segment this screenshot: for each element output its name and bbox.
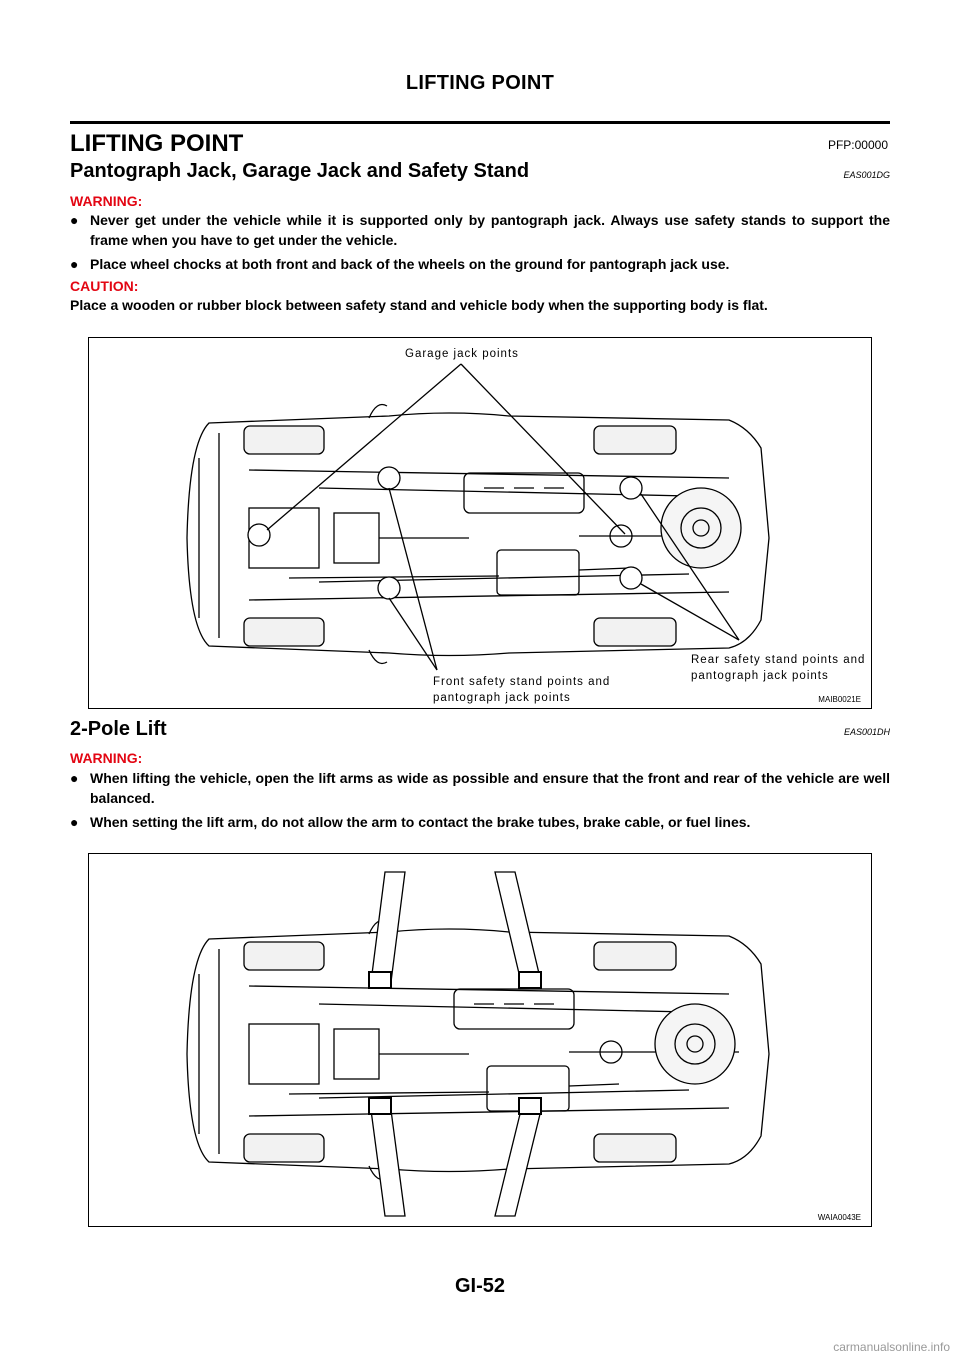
figure-id: WAIA0043E — [817, 1213, 861, 1222]
lift-warning-item-1: ● When lifting the vehicle, open the lif… — [70, 768, 890, 808]
lift-warning-text-2: When setting the lift arm, do not allow … — [90, 814, 751, 830]
rear-stand-label-1: Rear safety stand points and — [691, 654, 866, 666]
jack-points-figure: Garage jack points Front safety stand po… — [88, 337, 872, 709]
jack-warning-item-1: ● Never get under the vehicle while it i… — [70, 210, 890, 250]
watermark: carmanualsonline.info — [833, 1340, 950, 1354]
front-stand-label-1: Front safety stand points and — [433, 676, 611, 688]
lift-points-figure: WAIA0043E — [88, 853, 872, 1227]
jack-warning-text-1: Never get under the vehicle while it is … — [90, 212, 890, 248]
jack-warning-text-2: Place wheel chocks at both front and bac… — [90, 256, 730, 272]
lift-warning-text-1: When lifting the vehicle, open the lift … — [90, 770, 890, 806]
garage-jack-label: Garage jack points — [405, 348, 519, 360]
bullet-icon: ● — [70, 814, 79, 830]
lift-code: EAS001DH — [843, 727, 890, 737]
jack-warning-label: WARNING: — [70, 193, 143, 209]
figure-id: MAIB0021E — [818, 695, 861, 704]
bullet-icon: ● — [70, 212, 79, 228]
jack-caution-text: Place a wooden or rubber block between s… — [70, 297, 768, 313]
running-header: LIFTING POINT — [405, 72, 555, 94]
vehicle-underside-diagram-2 — [186, 871, 770, 1217]
lift-warning-item-2: ● When setting the lift arm, do not allo… — [70, 812, 890, 832]
bullet-icon: ● — [70, 770, 79, 786]
jack-code: EAS001DG — [843, 170, 890, 180]
jack-caution-label: CAUTION: — [70, 278, 139, 294]
lift-warning-label: WARNING: — [70, 750, 143, 766]
bullet-icon: ● — [70, 256, 79, 272]
page-number: GI-52 — [454, 1275, 506, 1297]
section-title: LIFTING POINT — [70, 130, 244, 157]
rear-stand-label-2: pantograph jack points — [691, 670, 829, 682]
section-code: PFP:00000 — [827, 138, 888, 152]
jack-warning-item-2: ● Place wheel chocks at both front and b… — [70, 254, 890, 274]
vehicle-underside-diagram-1 — [186, 363, 770, 671]
front-stand-label-2: pantograph jack points — [433, 692, 571, 704]
header-rule — [70, 121, 890, 124]
lift-heading: 2-Pole Lift — [70, 718, 167, 740]
jack-heading: Pantograph Jack, Garage Jack and Safety … — [70, 160, 530, 182]
